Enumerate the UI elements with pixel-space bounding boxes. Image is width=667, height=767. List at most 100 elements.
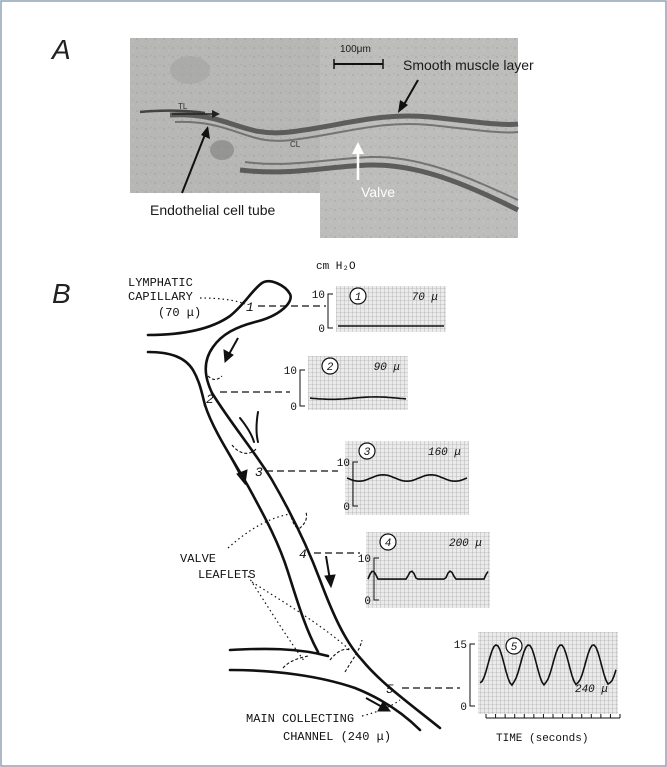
pressure-unit-label: cm H₂O xyxy=(316,261,356,273)
station-leaders xyxy=(220,305,460,689)
chart-3-circle xyxy=(358,442,376,460)
chart-2-bottom-tick: 0 xyxy=(290,402,297,414)
channel-label: CHANNEL (240 μ) xyxy=(283,730,392,744)
chart-1-bottom-tick: 0 xyxy=(318,324,325,336)
micrograph-left xyxy=(130,38,320,193)
valve-label: Valve xyxy=(361,184,395,200)
station-3: 3 xyxy=(255,465,263,480)
time-axis-ticks xyxy=(485,714,621,718)
chart-3-y-axis xyxy=(352,461,358,507)
leaflet-6 xyxy=(329,648,351,661)
chart-1-number: 1 xyxy=(355,292,362,304)
vessel-lower-wall xyxy=(239,162,520,213)
chart-5-top-tick: 15 xyxy=(454,640,467,652)
capillary-diameter: (70 μ) xyxy=(158,306,202,320)
pressure-chart-1: 10 0 1 70 μ xyxy=(312,286,446,336)
chart-4-diameter: 200 μ xyxy=(449,538,482,550)
chart-5-trace xyxy=(479,643,617,687)
chart-4-top-tick: 10 xyxy=(358,554,371,566)
leaflet-4 xyxy=(282,655,309,669)
chart-5-bottom-tick: 0 xyxy=(460,702,467,714)
vessel-upper-wall xyxy=(169,112,519,136)
chart-2-y-axis xyxy=(299,369,305,407)
capillary-callout xyxy=(199,297,246,305)
leaflet-1 xyxy=(204,371,223,381)
flow-arrow-3-head xyxy=(324,574,336,589)
branch-stub xyxy=(239,411,259,443)
flow-arrows xyxy=(223,337,392,712)
valve-leaflets-label-1: VALVE xyxy=(180,552,217,566)
tl-arrowhead xyxy=(212,110,220,118)
chart-1-top-tick: 10 xyxy=(312,290,325,302)
tl-label: TL xyxy=(178,102,188,111)
valve-leaflets xyxy=(204,371,363,673)
scale-bar-label: 100μm xyxy=(340,44,371,55)
chart-5-y-axis xyxy=(469,643,475,707)
vessel-right-wall xyxy=(210,391,442,730)
chart-5-diameter: 240 μ xyxy=(575,684,608,696)
chart-3-bottom-tick: 0 xyxy=(343,502,350,514)
chart-5-grid xyxy=(478,632,618,714)
chart-3-top-tick: 10 xyxy=(337,458,350,470)
cl-label: CL xyxy=(290,140,301,149)
pressure-charts: 10 0 1 70 μ 10 0 2 90 μ 10 0 3 160 μ 10 0 4 200 μ 15 0 5 24… xyxy=(284,286,618,714)
time-axis-label: TIME (seconds) xyxy=(496,733,589,745)
chart-4-trace xyxy=(367,570,489,580)
station-numbers: 1 2 3 4 5 xyxy=(206,300,394,697)
flow-arrow-2-head xyxy=(236,469,248,486)
chart-1-circle xyxy=(349,287,367,305)
panel-a-letter: A xyxy=(52,34,71,65)
valve-leaflets-label-2: LEAFLETS xyxy=(198,568,256,582)
valve-arrowhead xyxy=(352,142,364,154)
chart-4-bottom-tick: 0 xyxy=(364,596,371,608)
main-collecting-label: MAIN COLLECTING xyxy=(246,712,355,726)
lymphatic-label: LYMPHATIC xyxy=(128,276,193,290)
chart-2-trace xyxy=(309,396,407,401)
chart-2-diameter: 90 μ xyxy=(374,362,401,374)
chart-2-number: 2 xyxy=(327,362,334,374)
vessel-left-wall xyxy=(203,403,320,654)
chart-1-diameter: 70 μ xyxy=(412,292,439,304)
smooth-muscle-arrowhead xyxy=(398,100,408,113)
chart-3-trace xyxy=(346,473,468,483)
chart-4-y-axis xyxy=(373,557,379,601)
chart-1-y-axis xyxy=(327,293,333,329)
panel-b-letter: B xyxy=(52,278,71,309)
valve-callout-2 xyxy=(247,575,306,663)
chart-3-diameter: 160 μ xyxy=(428,447,461,459)
capillary-label: CAPILLARY xyxy=(128,290,193,304)
chart-5-circle xyxy=(505,637,523,655)
chart-5-number: 5 xyxy=(511,642,518,654)
endothelial-tube-wall xyxy=(139,109,206,115)
leaflet-2 xyxy=(231,444,258,454)
smooth-muscle-label: Smooth muscle layer xyxy=(403,57,534,73)
chart-2-top-tick: 10 xyxy=(284,366,297,378)
pressure-chart-2: 10 0 2 90 μ xyxy=(284,356,408,414)
chart-4-circle xyxy=(379,533,397,551)
vessel-upper-wall-inner xyxy=(174,120,519,142)
panel-a-micrograph xyxy=(130,38,520,238)
pressure-chart-3: 10 0 3 160 μ xyxy=(337,441,469,515)
time-axis-ruler xyxy=(485,714,621,719)
chart-3-number: 3 xyxy=(364,447,371,459)
micrograph-tint-left xyxy=(130,38,320,193)
flow-arrow-4-head xyxy=(377,701,392,712)
tissue-blob xyxy=(210,140,234,160)
micrograph-right xyxy=(320,38,518,238)
station-2: 2 xyxy=(206,392,214,407)
valve-callout-1 xyxy=(227,513,291,549)
main-channel-lower xyxy=(228,668,422,732)
station-4: 4 xyxy=(299,547,307,562)
endothelial-arrow xyxy=(181,131,207,194)
station-1: 1 xyxy=(246,300,254,315)
flow-arrow-1-head xyxy=(223,349,234,364)
endothelial-label: Endothelial cell tube xyxy=(150,202,276,218)
side-branch-lower xyxy=(146,350,207,407)
endothelial-arrowhead xyxy=(201,126,210,139)
capillary-outline xyxy=(146,280,292,395)
station-5: 5 xyxy=(386,682,394,697)
vessel-lower-wall-inner xyxy=(244,155,519,201)
